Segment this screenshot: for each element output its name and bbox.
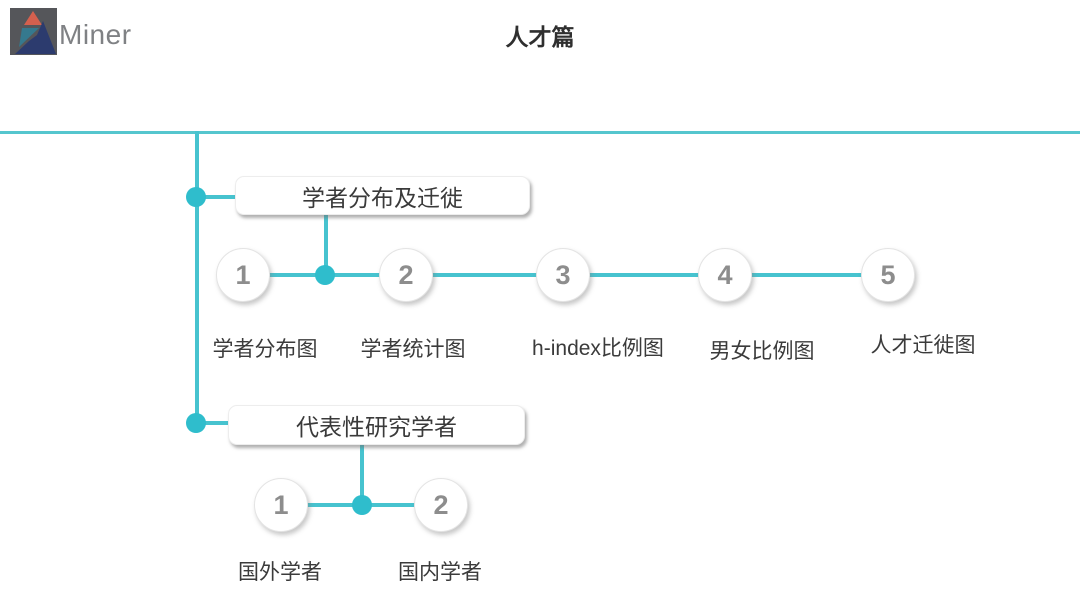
branch-1-step-label-3: h-index比例图 bbox=[532, 337, 664, 360]
branch-1-step-label-1: 学者分布图 bbox=[212, 338, 318, 361]
trunk-junction-dot-2 bbox=[186, 413, 206, 433]
trunk-junction-dot-1 bbox=[186, 187, 206, 207]
top-divider-line bbox=[0, 131, 1080, 134]
branch-2-junction-dot bbox=[352, 495, 372, 515]
branch-2-stub-line bbox=[197, 421, 229, 425]
branch-2-step-circle-2: 2 bbox=[414, 478, 468, 532]
branch-1-step-circle-5: 5 bbox=[861, 248, 915, 302]
branch-1-stub-line bbox=[197, 195, 236, 199]
branch-2-step-circle-1: 1 bbox=[254, 478, 308, 532]
branch-2-drop-line bbox=[360, 444, 364, 506]
branch-2-step-label-2: 国内学者 bbox=[398, 561, 482, 584]
branch-1-step-circle-2: 2 bbox=[379, 248, 433, 302]
branch-1-junction-dot bbox=[315, 265, 335, 285]
branch-1-step-circle-3: 3 bbox=[536, 248, 590, 302]
page-title: 人才篇 bbox=[505, 24, 575, 50]
branch-1-step-circle-1: 1 bbox=[216, 248, 270, 302]
aminer-logo-mark-icon bbox=[10, 8, 57, 60]
logo-brand-text: Miner bbox=[59, 18, 132, 50]
branch-1-step-label-5: 人才迁徙图 bbox=[870, 334, 976, 357]
branch-2-step-label-1: 国外学者 bbox=[238, 561, 322, 584]
branch-1-drop-line bbox=[324, 214, 328, 276]
trunk-line bbox=[195, 131, 199, 425]
branch-2-title-box: 代表性研究学者 bbox=[228, 405, 525, 445]
branch-1-step-label-2: 学者统计图 bbox=[360, 338, 466, 361]
branch-1-step-label-4: 男女比例图 bbox=[709, 340, 815, 363]
branch-1-title-box: 学者分布及迁徙 bbox=[235, 176, 530, 215]
branch-1-step-circle-4: 4 bbox=[698, 248, 752, 302]
aminer-logo: Miner bbox=[10, 8, 132, 60]
